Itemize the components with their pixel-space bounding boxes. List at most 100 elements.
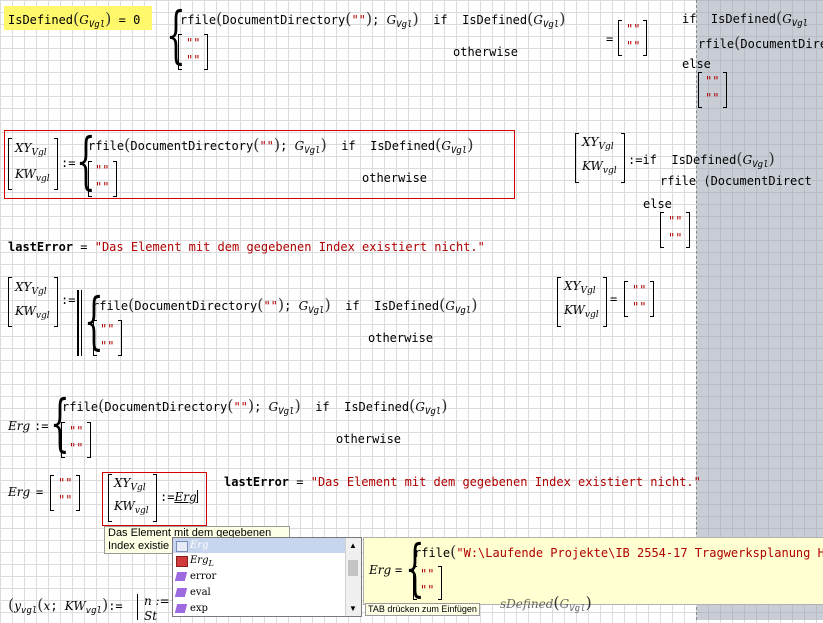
xy-var: XYVgl [582, 135, 614, 152]
piecewise-row1[interactable]: rfile(DocumentDirectory(""); GVgl) if Is… [180, 9, 566, 30]
xy-var: XYVgl [564, 279, 596, 296]
matrix-bracket-right [204, 34, 208, 70]
matrix-bracket-left [698, 72, 702, 108]
matrix-bracket-left [660, 212, 664, 248]
docdir-fn: DocumentDirectory [222, 13, 346, 27]
tooltip-line1: Das Element mit dem gegebenen [108, 527, 272, 539]
var-g: G [441, 139, 451, 153]
lasterror-message: "Das Element mit dem gegebenen Index exi… [94, 240, 485, 254]
autocomplete-item[interactable]: ErgL [173, 553, 345, 568]
variable-icon [176, 556, 188, 567]
insert-hint: TAB drücken zum Einfügen [365, 603, 480, 616]
else-keyword: else [682, 57, 711, 71]
eval-result: = 0 [118, 13, 141, 27]
xy-var: XYVgl [15, 141, 47, 158]
autocomplete-scrollbar[interactable]: ▲ ▼ [345, 538, 361, 616]
string-empty: "" [263, 299, 278, 313]
autocomplete-list[interactable]: Erg ErgL error eval exp ▲ ▼ [172, 537, 362, 617]
right-if-line2: :=if IsDefined(GVgl) [628, 149, 775, 170]
function-name: IsDefined [710, 12, 776, 26]
var-x: x [43, 599, 51, 613]
piecewise-row1[interactable]: rfile(DocumentDirectory(""); GVgl) if Is… [92, 295, 478, 316]
matrix-cell: "" [632, 300, 647, 314]
edit-expression[interactable]: :=Erg [160, 490, 198, 504]
matrix-bracket-right [54, 138, 58, 190]
matrix-bracket-right [603, 277, 607, 327]
preview-path: "W:\Laufende Projekte\IB 2554-17 Tragwer… [456, 546, 823, 560]
erg-lhs[interactable]: Erg [8, 419, 31, 433]
matrix-bracket-left [93, 320, 97, 356]
var-g: G [533, 13, 543, 27]
chevron-up-icon[interactable]: ▲ [349, 541, 357, 550]
scroll-thumb[interactable] [348, 560, 358, 576]
xy-var: XYVgl [114, 476, 146, 493]
erg-eval[interactable]: Erg [8, 485, 31, 499]
sub-vgl: Vgl [424, 407, 442, 417]
matrix-cell[interactable]: "" [69, 424, 84, 438]
piecewise-brace: { [76, 124, 96, 197]
n-var: n := [144, 594, 170, 608]
matrix-bracket-right [118, 320, 122, 356]
matrix-bracket-left [557, 277, 561, 327]
function-name: IsDefined [8, 13, 74, 27]
matrix-bracket-left [575, 133, 579, 183]
matrix-cell[interactable]: "" [100, 322, 115, 336]
isdefined-eval[interactable]: IsDefined(GVgl) = 0 [8, 9, 141, 30]
sub-vgl: Vgl [752, 160, 769, 170]
matrix-cell: "" [705, 74, 720, 88]
var-y: y [14, 599, 22, 613]
equals-sign: = [395, 563, 403, 577]
piecewise-row1[interactable]: rfile(DocumentDirectory(""); GVgl) if Is… [62, 396, 448, 417]
autocomplete-item[interactable]: Erg [173, 538, 345, 553]
matrix-cell[interactable]: "" [186, 36, 201, 50]
rfile-truncated: rfile (DocumentDirect [660, 174, 812, 188]
equals-sign: = [36, 485, 44, 499]
kw-var: KWvgl [114, 499, 149, 516]
if-keyword: if [345, 299, 360, 313]
piecewise-row1[interactable]: rfile(DocumentDirectory(""); GVgl) if Is… [88, 135, 474, 156]
active-edit-box[interactable] [102, 472, 207, 526]
function-def-partial[interactable]: (yvgl(x; KWvgl):= [8, 595, 123, 616]
matrix-bracket-right [87, 422, 91, 458]
lasterror-eval-2[interactable]: lastError = "Das Element mit dem gegeben… [224, 475, 701, 489]
var-g: G [742, 153, 753, 167]
chevron-down-icon[interactable]: ▼ [349, 604, 357, 613]
matrix-cell: "" [420, 567, 435, 581]
lasterror-eval[interactable]: lastError = "Das Element mit dem gegeben… [8, 240, 485, 254]
semicolon: ; [254, 400, 262, 414]
erg-input-token[interactable]: Erg [174, 490, 197, 504]
rfile-fn: rfile [698, 37, 735, 51]
docdir-fn: DocumentDire [740, 37, 823, 51]
matrix-bracket-left [8, 138, 12, 190]
var-g: G [298, 299, 309, 313]
sub-vgl: Vgl [450, 146, 468, 156]
matrix-cell: "" [668, 231, 683, 245]
rfile-fn: rfile [180, 13, 217, 27]
matrix-cell: "" [420, 583, 435, 597]
autocomplete-item[interactable]: exp [173, 601, 345, 616]
xy-var: XYVgl [15, 280, 47, 297]
program-bar [77, 290, 79, 356]
matrix-cell[interactable]: "" [186, 53, 201, 67]
autocomplete-item[interactable]: eval [173, 585, 345, 600]
function-icon [174, 572, 188, 581]
error-region-box[interactable] [4, 130, 515, 199]
assign-op: := [61, 156, 76, 170]
equals-sign: = [296, 475, 304, 489]
assign-op: := [160, 490, 175, 504]
page-margin-region [697, 0, 823, 620]
docdir-fn: DocumentDirectory [134, 299, 258, 313]
preview-lhs: Erg [369, 563, 392, 577]
matrix-cell[interactable]: "" [100, 339, 115, 353]
equals-sign: = [610, 292, 618, 306]
autocomplete-item[interactable]: error [173, 569, 345, 584]
right-rfile-line: rfile(DocumentDire [698, 33, 823, 52]
equals-sign: = [80, 240, 88, 254]
matrix-cell[interactable]: "" [69, 441, 84, 455]
if-keyword: if [315, 400, 330, 414]
matrix-cell[interactable]: "" [95, 163, 110, 177]
function-name: IsDefined [671, 153, 737, 167]
tooltip-line2: Index existie [108, 540, 170, 552]
matrix-bracket-left [50, 475, 54, 511]
matrix-cell[interactable]: "" [95, 180, 110, 194]
